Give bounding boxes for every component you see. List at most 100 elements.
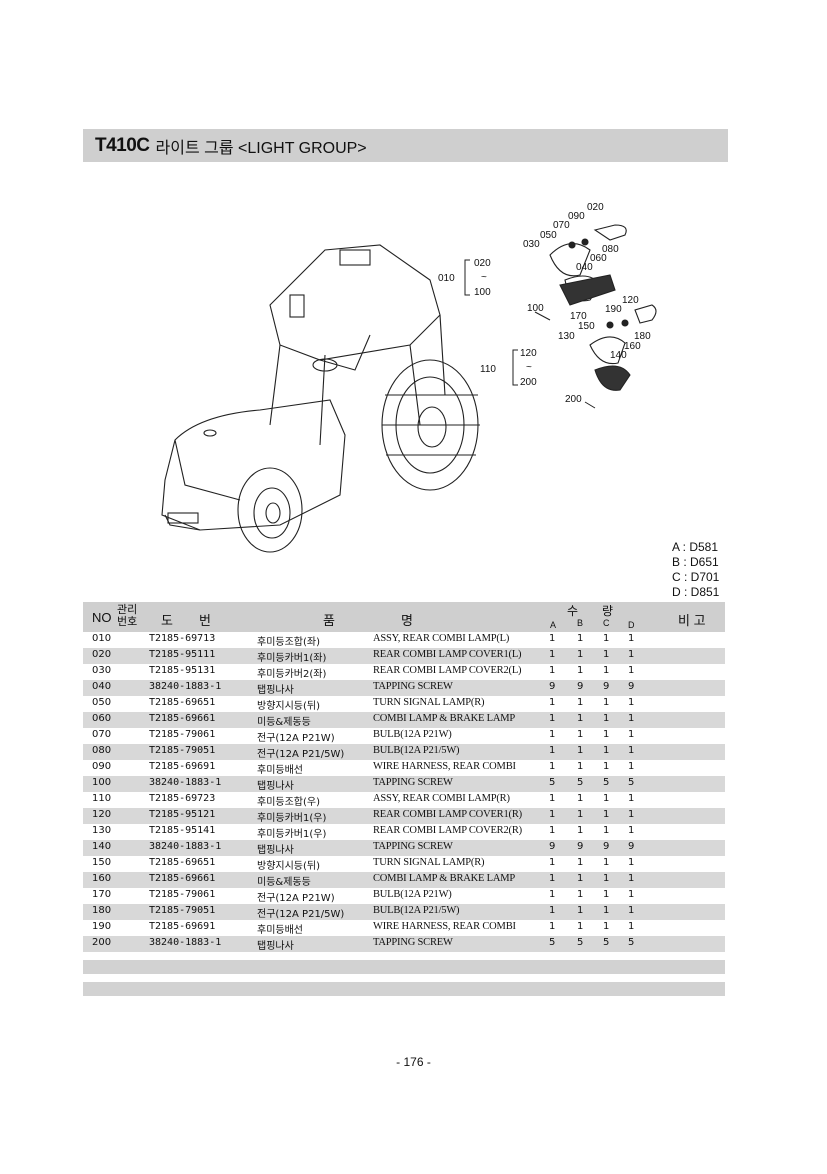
cell-no: 110 xyxy=(92,793,112,804)
header-qty-c: C xyxy=(603,618,610,628)
cell-part-no: T2185-95121 xyxy=(149,809,216,820)
callout-label: ~ xyxy=(526,362,532,373)
cell-qty-b: 1 xyxy=(577,713,584,724)
range-brackets xyxy=(464,259,596,409)
cell-part-no: 38240-1883-1 xyxy=(149,937,222,948)
cell-qty-b: 1 xyxy=(577,873,584,884)
cell-qty-d: 5 xyxy=(628,937,635,948)
cell-name-ko: 탭핑나사 xyxy=(257,781,294,792)
cell-qty-a: 5 xyxy=(549,937,556,948)
cell-qty-a: 1 xyxy=(549,729,556,740)
cell-name-en: ASSY, REAR COMBI LAMP(R) xyxy=(373,793,510,804)
callout-label: 100 xyxy=(527,303,544,314)
cell-name-en: BULB(12A P21/5W) xyxy=(373,905,460,916)
cell-qty-d: 1 xyxy=(628,697,635,708)
callout-label: 120 xyxy=(622,295,639,306)
callout-label: 160 xyxy=(624,341,641,352)
cell-name-ko: 탭핑나사 xyxy=(257,845,294,856)
cell-qty-a: 1 xyxy=(549,873,556,884)
header-qty-d: D xyxy=(628,620,635,630)
cell-qty-a: 1 xyxy=(549,825,556,836)
cell-no: 070 xyxy=(92,729,112,740)
header-qty: 수 량 xyxy=(567,604,614,618)
callout-label: 140 xyxy=(610,350,627,361)
cell-part-no: T2185-95131 xyxy=(149,665,216,676)
cell-no: 140 xyxy=(92,841,112,852)
cell-qty-d: 9 xyxy=(628,841,635,852)
cell-no: 010 xyxy=(92,633,112,644)
header-mgmt-no: 관리 번호 xyxy=(117,604,138,628)
cell-qty-d: 1 xyxy=(628,729,635,740)
cell-qty-b: 1 xyxy=(577,649,584,660)
blank-row xyxy=(83,960,725,974)
cell-qty-a: 5 xyxy=(549,777,556,788)
cell-qty-d: 1 xyxy=(628,857,635,868)
cell-name-ko: 후미등조합(좌) xyxy=(257,637,321,648)
cell-part-no: T2185-69661 xyxy=(149,873,216,884)
cell-part-no: T2185-69661 xyxy=(149,713,216,724)
cell-name-ko: 방향지시등(뒤) xyxy=(257,701,321,712)
header-no: NO xyxy=(92,610,112,625)
cell-name-en: TURN SIGNAL LAMP(R) xyxy=(373,857,485,868)
cell-qty-d: 1 xyxy=(628,713,635,724)
cell-qty-d: 1 xyxy=(628,761,635,772)
cell-qty-a: 1 xyxy=(549,857,556,868)
cell-name-ko: 전구(12A P21/5W) xyxy=(257,909,345,920)
callout-label: 150 xyxy=(578,321,595,332)
cell-qty-c: 1 xyxy=(603,745,610,756)
cell-name-ko: 탭핑나사 xyxy=(257,685,294,696)
cell-qty-a: 1 xyxy=(549,697,556,708)
table-header: NO 관리 번호 도 번 품 명 수 량 A B C D 비 고 xyxy=(83,602,725,632)
cell-part-no: T2185-69651 xyxy=(149,857,216,868)
cell-name-en: COMBI LAMP & BRAKE LAMP xyxy=(373,713,516,724)
cell-qty-c: 5 xyxy=(603,777,610,788)
cell-qty-c: 9 xyxy=(603,841,610,852)
cell-name-ko: 전구(12A P21W) xyxy=(257,893,335,904)
cell-part-no: T2185-69691 xyxy=(149,921,216,932)
cell-qty-c: 1 xyxy=(603,793,610,804)
cell-qty-d: 1 xyxy=(628,633,635,644)
cell-no: 120 xyxy=(92,809,112,820)
callout-label: 020 xyxy=(474,258,491,269)
cell-part-no: 38240-1883-1 xyxy=(149,681,222,692)
cell-no: 200 xyxy=(92,937,112,948)
cell-name-ko: 후미등카버2(좌) xyxy=(257,669,327,680)
cell-name-ko: 후미등조합(우) xyxy=(257,797,321,808)
group-name: 라이트 그룹 <LIGHT GROUP> xyxy=(155,139,367,157)
cell-no: 160 xyxy=(92,873,112,884)
right-lamp-group xyxy=(589,304,657,391)
cell-no: 170 xyxy=(92,889,112,900)
cell-part-no: 38240-1883-1 xyxy=(149,841,222,852)
cell-qty-d: 1 xyxy=(628,809,635,820)
cell-qty-b: 1 xyxy=(577,825,584,836)
cell-name-en: TAPPING SCREW xyxy=(373,777,453,788)
cell-part-no: T2185-79061 xyxy=(149,729,216,740)
cell-name-en: ASSY, REAR COMBI LAMP(L) xyxy=(373,633,510,644)
callout-label: 190 xyxy=(605,304,622,315)
cell-name-en: TAPPING SCREW xyxy=(373,681,453,692)
cell-no: 020 xyxy=(92,649,112,660)
cell-qty-d: 1 xyxy=(628,873,635,884)
cell-no: 030 xyxy=(92,665,112,676)
cell-name-ko: 후미등카버1(우) xyxy=(257,829,327,840)
cell-qty-b: 9 xyxy=(577,681,584,692)
header-name-en: 명 xyxy=(401,613,413,628)
callout-label: 200 xyxy=(520,377,537,388)
callout-label: 170 xyxy=(570,311,587,322)
cell-qty-c: 1 xyxy=(603,697,610,708)
blank-row xyxy=(83,982,725,996)
cell-qty-d: 1 xyxy=(628,745,635,756)
header-remark: 비 고 xyxy=(678,613,706,628)
cell-qty-b: 1 xyxy=(577,633,584,644)
